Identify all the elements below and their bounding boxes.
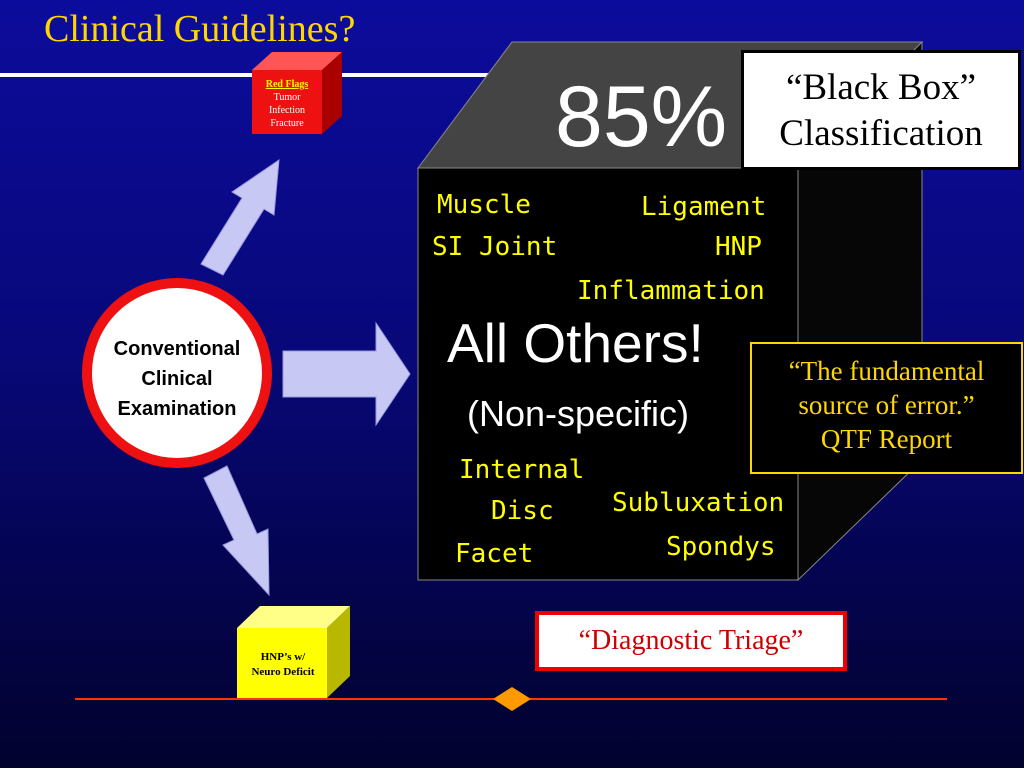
red-flags-label: Red Flags Tumor Infection Fracture [254,78,320,130]
hnp-line: Neuro Deficit [251,666,315,678]
clinical-exam-circle [82,278,272,468]
circle-line: Conventional [113,338,241,360]
condition-facet: Facet [455,539,534,569]
red-flag-item: Infection [268,105,306,116]
all-others-heading: All Others! [447,312,704,374]
red-flags-box [252,52,342,134]
hnp-line: HNP’s w/ [260,651,306,663]
condition-spondys: Spondys [666,532,776,562]
condition-internal: Internal [459,455,585,485]
condition-ligament: Ligament [641,192,767,222]
quote-line: source of error.” [798,390,975,420]
hnp-label: HNP’s w/ Neuro Deficit [240,650,326,680]
red-flag-item: Fracture [270,118,304,129]
red-flag-item: Tumor [273,92,301,103]
arrow-down-icon [203,465,270,597]
quote-line: QTF Report [820,424,953,454]
circle-line: Clinical [141,368,213,390]
diagnostic-triage-label: “Diagnostic Triage” [535,611,847,671]
diamond-icon [493,687,531,711]
condition-subluxation: Subluxation [612,488,785,518]
quote-line: “The fundamental [788,356,985,386]
condition-inflammation: Inflammation [577,276,765,306]
condition-si-joint: SI Joint [432,232,558,262]
arrow-right-icon [282,321,411,427]
circle-line: Examination [117,398,237,420]
hnp-box [237,606,350,698]
condition-hnp: HNP [715,232,762,262]
condition-disc: Disc [491,496,554,526]
red-flags-header: Red Flags [265,79,309,90]
qtf-quote-box: “The fundamental source of error.” QTF R… [750,342,1023,474]
black-box-line: “Black Box” [785,67,977,108]
percent-label: 85% [555,69,728,165]
big-box-front-face [417,167,799,581]
non-specific-subheading: (Non-specific) [467,393,690,434]
slide-title: Clinical Guidelines? [44,8,356,50]
clinical-exam-label: Conventional Clinical Examination [92,334,262,424]
black-box-classification-label: “Black Box” Classification [741,50,1021,170]
condition-muscle: Muscle [437,190,531,220]
arrow-up-icon [200,158,280,276]
black-box-line: Classification [779,113,983,154]
